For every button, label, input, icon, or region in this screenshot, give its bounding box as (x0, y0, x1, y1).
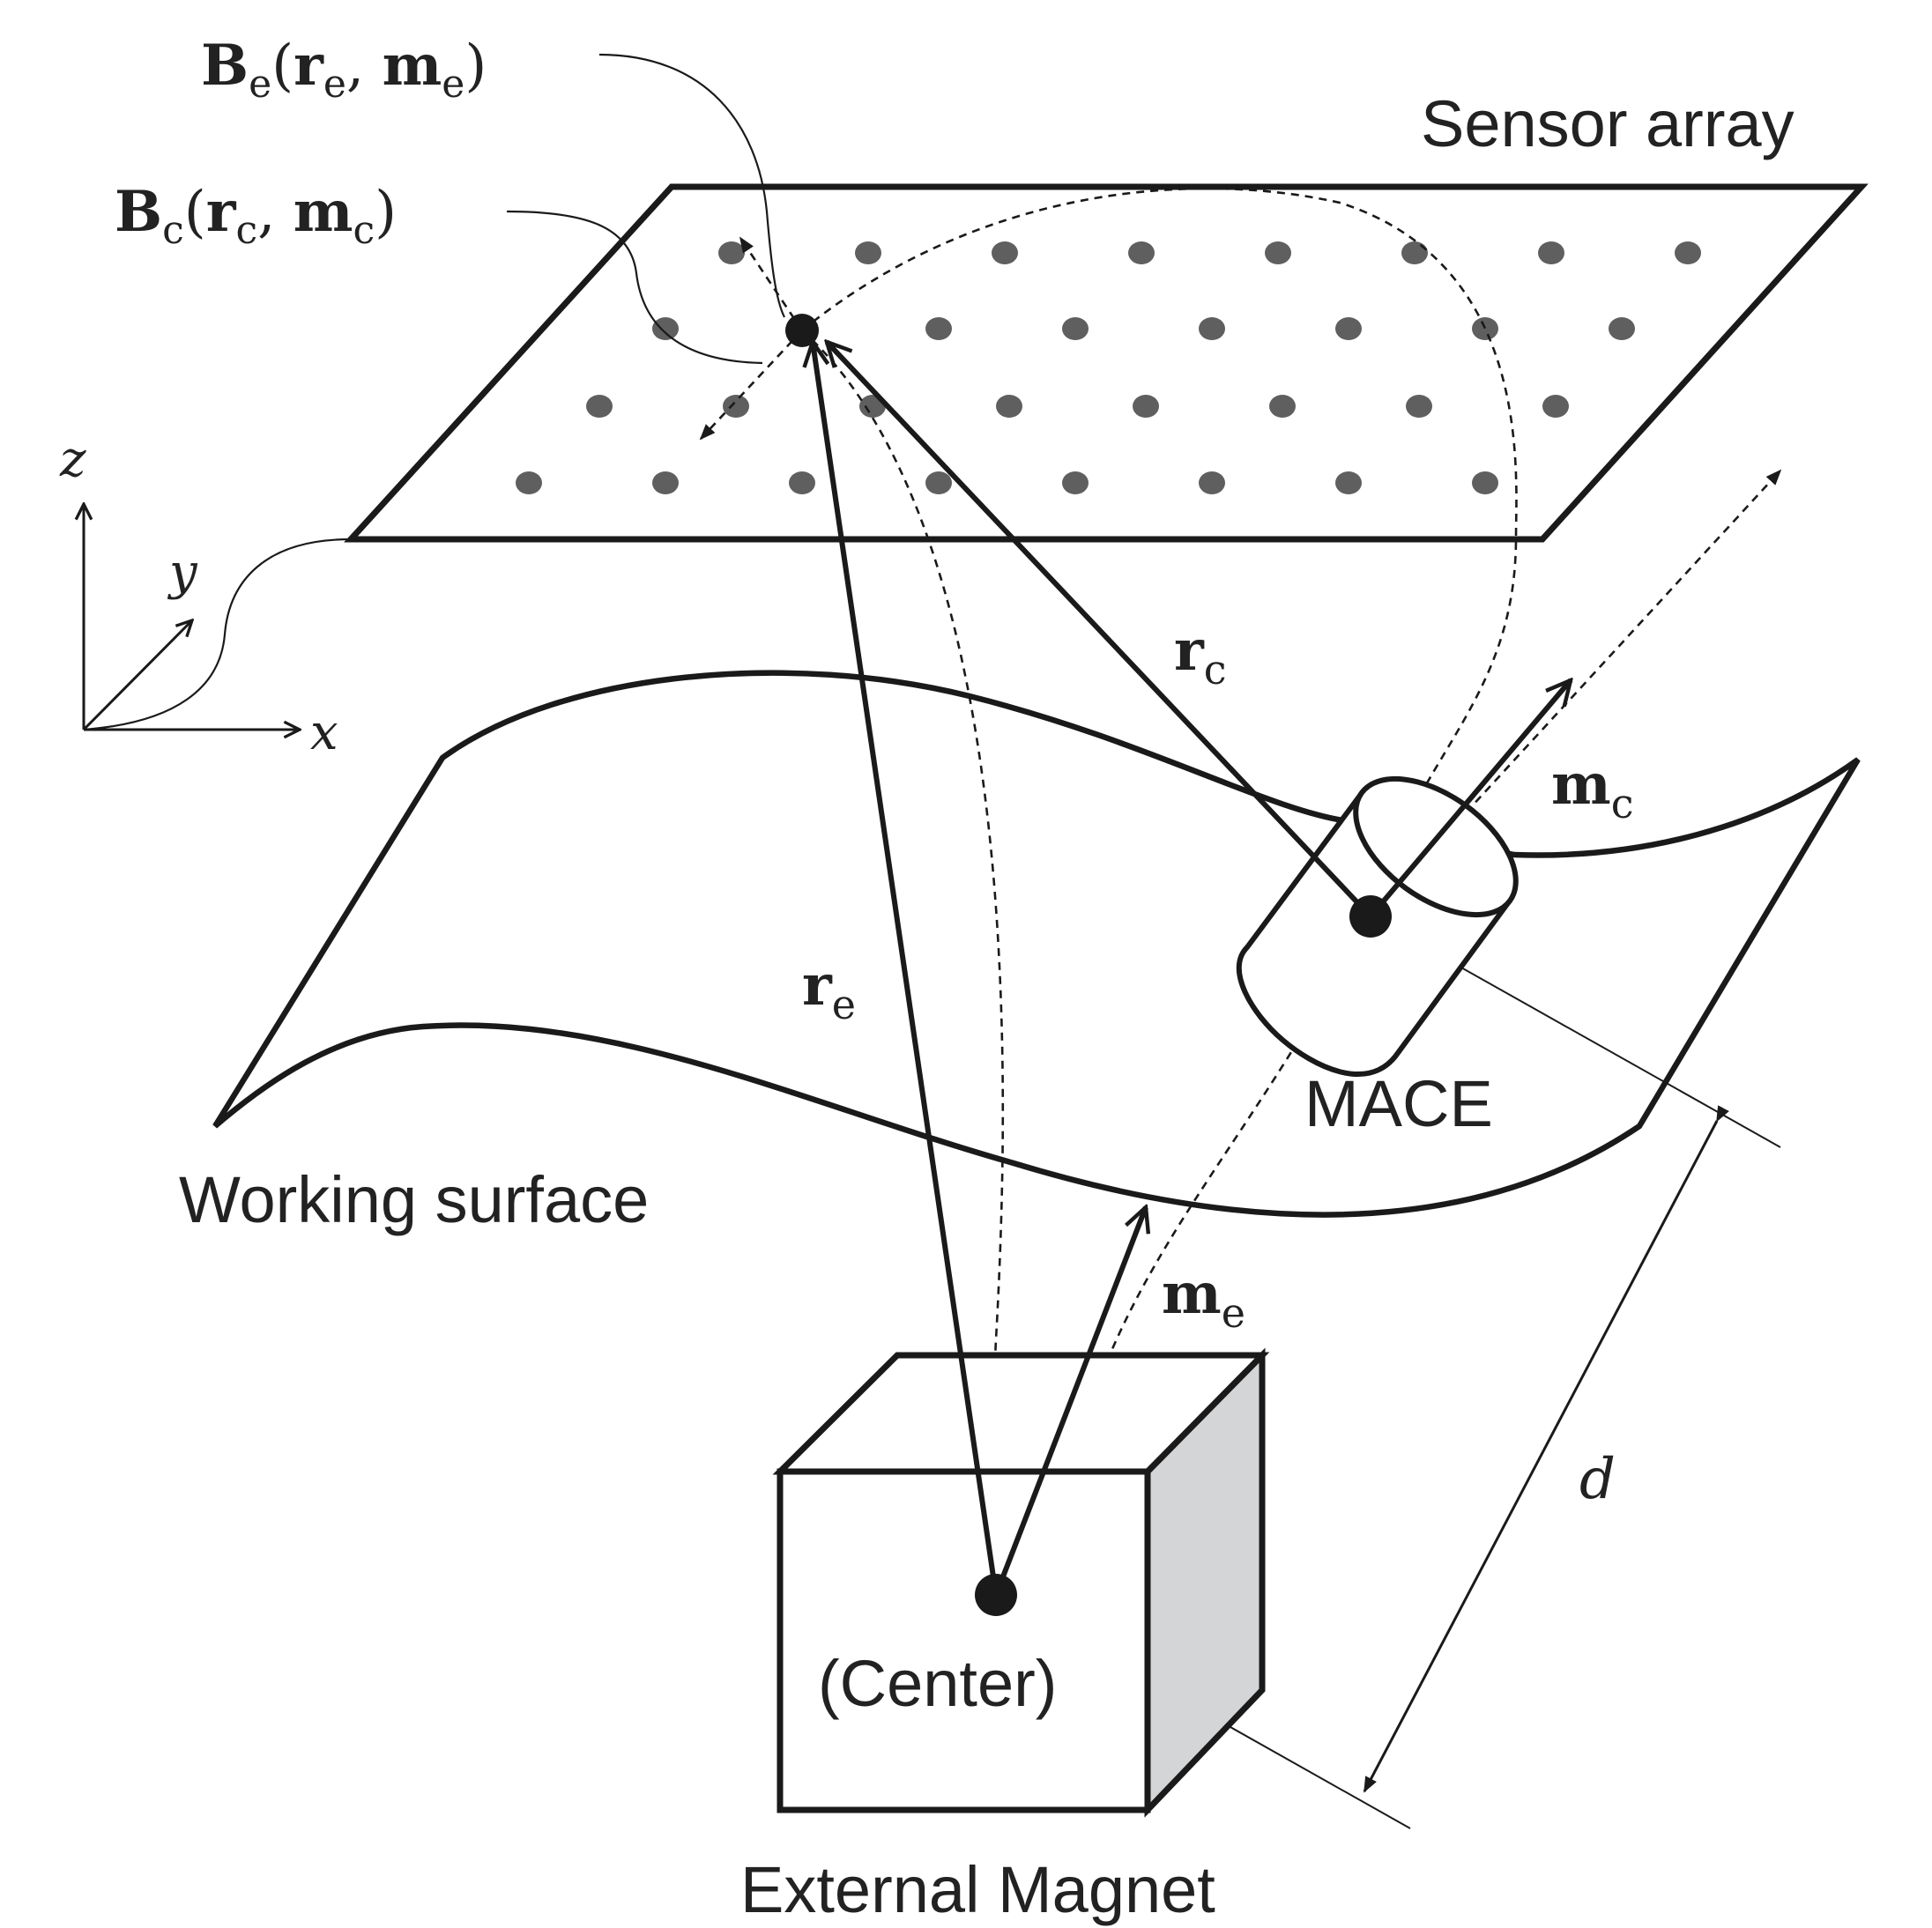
bc-label: Bc(rc, mc) (115, 179, 397, 253)
sensor-dot (1199, 317, 1225, 340)
sensor-dot (1269, 395, 1296, 418)
sensor-dot (925, 471, 952, 494)
bc-leader (506, 210, 763, 365)
sensor-dot (1199, 471, 1225, 494)
axis-x-label: x (310, 704, 338, 761)
distance-dimension (1363, 1105, 1729, 1793)
sensor-dot (925, 317, 952, 340)
sensor-dot (1675, 241, 1701, 264)
y-axis (82, 620, 192, 731)
sensor-dot (1542, 395, 1569, 418)
me-label: me (1162, 1261, 1245, 1337)
vectors (813, 342, 1571, 1597)
sensor-dot (723, 395, 749, 418)
coordinate-axes: z y x (59, 431, 338, 761)
axis-z-label: z (59, 431, 86, 488)
sensor-dot (1401, 241, 1428, 264)
external-magnet-label: External Magnet (740, 1853, 1215, 1926)
sensor-dot (586, 395, 613, 418)
sensor-field-arrow-down (699, 330, 803, 441)
sensor-dot (1265, 241, 1291, 264)
working-surface-label: Working surface (179, 1163, 649, 1236)
sensor-dot (1133, 395, 1159, 418)
sensor-dot (789, 471, 815, 494)
magnet-front-face (777, 1468, 1151, 1813)
vector-mc (1368, 680, 1571, 918)
sensor-dot (855, 241, 881, 264)
sensor-dot (1472, 317, 1498, 340)
sensor-dot (718, 241, 745, 264)
distance-label: d (1579, 1447, 1616, 1512)
sensor-dot (1472, 471, 1498, 494)
sensor-array (344, 183, 1869, 543)
sensor-dot (1335, 471, 1362, 494)
sensor-field-arrow-up (739, 236, 804, 331)
vector-rc (827, 342, 1373, 919)
sensor-dot (1335, 317, 1362, 340)
external-magnet (772, 1347, 1270, 1818)
mace-label: MACE (1304, 1067, 1493, 1140)
re-label: re (802, 953, 856, 1028)
be-label: Be(re, me) (201, 33, 487, 107)
field-line-magnet-2 (1100, 916, 1368, 1376)
sensor-dot (1609, 317, 1635, 340)
mc-label: mc (1551, 752, 1633, 827)
sensor-dots (516, 241, 1701, 494)
working-surface (212, 670, 1861, 1218)
vector-re (813, 342, 999, 1596)
be-leader (598, 53, 785, 318)
center-label: (Center) (818, 1647, 1057, 1720)
sensor-dot (992, 241, 1018, 264)
magnet-center-point (975, 1574, 1017, 1616)
sensor-dot (652, 317, 679, 340)
vector-me (993, 1207, 1146, 1597)
sensor-array-label: Sensor array (1421, 87, 1795, 160)
sensor-dot (1062, 471, 1089, 494)
sensor-dot (1406, 395, 1432, 418)
sensor-array-leader (83, 538, 352, 731)
sensor-dot (652, 471, 679, 494)
rc-label: rc (1174, 618, 1226, 693)
sensor-array-plane (344, 183, 1869, 543)
sensor-dot (996, 395, 1022, 418)
sensor-dot (1538, 241, 1564, 264)
axis-y-label: y (167, 544, 198, 601)
sensor-point (785, 314, 819, 347)
sensor-dot (1128, 241, 1155, 264)
sensor-dot (1062, 317, 1089, 340)
mace-center-point (1349, 895, 1392, 938)
sensor-dot (516, 471, 542, 494)
field-line-mace (801, 187, 1518, 917)
